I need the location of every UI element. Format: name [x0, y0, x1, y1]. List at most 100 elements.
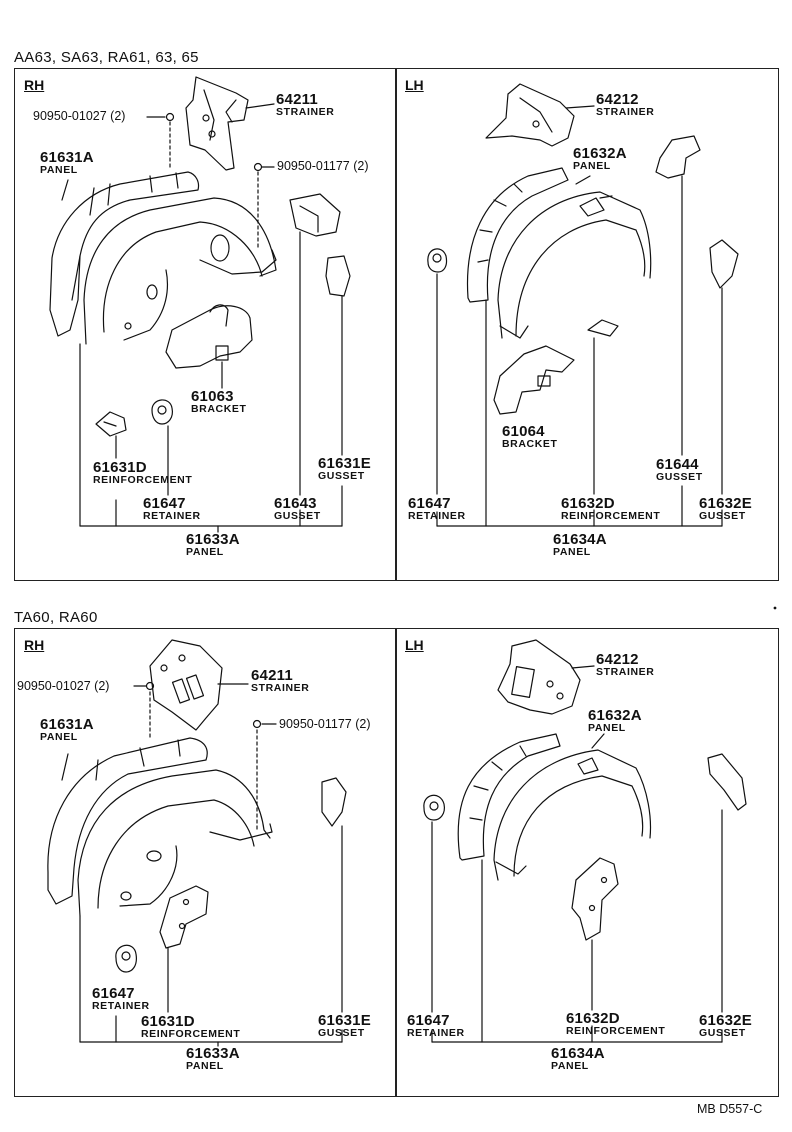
callout-61631d-reinforcement-2: 61631D REINFORCEMENT [141, 1014, 240, 1040]
callout-61064-bracket: 61064 BRACKET [502, 424, 558, 450]
s1-lh-panel-61634a-bracket-lines [436, 299, 723, 527]
part-name: GUSSET [318, 470, 365, 482]
part-number: 61632A [588, 707, 642, 724]
part-name: PANEL [588, 722, 626, 734]
part-name: GUSSET [656, 471, 703, 483]
s2-rh-bolt-01027 [133, 681, 155, 741]
section-2-title: TA60, RA60 [14, 609, 98, 626]
section-2-rh-label: RH [24, 637, 45, 653]
s2-rh-gusset-61631e [321, 777, 347, 1013]
s2-lh-strainer-64212 [497, 639, 595, 715]
part-number: 61647 [408, 495, 451, 512]
callout-61634a-panel: 61634A PANEL [553, 532, 607, 558]
s1-lh-gusset-61644 [655, 135, 701, 456]
part-name: STRAINER [596, 106, 655, 118]
section-1-divider [395, 68, 397, 581]
section-1-rh-label: RH [24, 77, 45, 93]
part-number: 64212 [596, 91, 639, 108]
callout-61644-gusset: 61644 GUSSET [656, 457, 703, 483]
part-number: 61634A [553, 531, 607, 548]
part-name: GUSSET [318, 1027, 365, 1039]
part-name: REINFORCEMENT [561, 510, 661, 522]
stray-dot [773, 606, 777, 610]
part-name: REINFORCEMENT [566, 1025, 666, 1037]
part-name: REINFORCEMENT [93, 474, 193, 486]
callout-61631d-reinforcement: 61631D REINFORCEMENT [93, 460, 192, 486]
s1-lh-panel-61632a [466, 167, 652, 339]
s1-rh-gusset-61643 [289, 193, 341, 496]
callout-61647-retainer-2: 61647 RETAINER [92, 986, 150, 1012]
callout-61631e-gusset: 61631E GUSSET [318, 456, 371, 482]
section-2-divider [395, 628, 397, 1097]
part-name: BRACKET [502, 438, 558, 450]
part-name: REINFORCEMENT [141, 1028, 241, 1040]
section-2-lh-label: LH [405, 637, 424, 653]
part-name: RETAINER [143, 510, 201, 522]
part-number: 64212 [596, 651, 639, 668]
callout-61631e-gusset-2: 61631E GUSSET [318, 1013, 371, 1039]
s2-rh-panel-61633a-bracket-lines [79, 915, 343, 1047]
s2-rh-reinforcement-61631d [159, 885, 209, 1013]
part-name: BRACKET [191, 403, 247, 415]
callout-61632a-panel-2: 61632A PANEL [588, 708, 642, 734]
callout-bolt-90950-01177: 90950-01177 (2) [277, 159, 369, 173]
s1-rh-strainer-64211 [185, 76, 275, 171]
callout-64211-strainer: 64211 STRAINER [276, 92, 334, 118]
section-1-lh-label: LH [405, 77, 424, 93]
part-number: 61644 [656, 456, 699, 473]
s2-lh-reinforcement-61632d [571, 857, 619, 1011]
callout-64212-strainer-2: 64212 STRAINER [596, 652, 654, 678]
part-number: 61631E [318, 1012, 371, 1029]
s1-rh-retainer-61647 [151, 399, 173, 496]
part-name: PANEL [40, 731, 78, 743]
part-name: RETAINER [92, 1000, 150, 1012]
part-name: PANEL [40, 164, 78, 176]
callout-61647-retainer-lh-2: 61647 RETAINER [407, 1013, 465, 1039]
s1-lh-reinforcement-61632d [587, 319, 619, 495]
callout-64211-strainer-2: 64211 STRAINER [251, 668, 309, 694]
part-number: 61647 [92, 985, 135, 1002]
part-number: 61632E [699, 495, 752, 512]
part-number: 61647 [407, 1012, 450, 1029]
part-number: 61631A [40, 716, 94, 733]
callout-61643-gusset: 61643 GUSSET [274, 496, 321, 522]
callout-61634a-panel-2: 61634A PANEL [551, 1046, 605, 1072]
callout-61632d-reinforcement-2: 61632D REINFORCEMENT [566, 1011, 665, 1037]
s2-rh-retainer-61647 [115, 944, 137, 973]
part-number: 61633A [186, 1045, 240, 1062]
s1-rh-bracket-61063 [165, 304, 253, 389]
s1-lh-gusset-61632e [709, 239, 739, 495]
part-name: RETAINER [407, 1027, 465, 1039]
part-number: 61631A [40, 149, 94, 166]
part-name: STRAINER [251, 682, 310, 694]
callout-61631a-panel-2: 61631A PANEL [40, 717, 94, 743]
part-number: 61632E [699, 1012, 752, 1029]
part-number: 61632D [566, 1010, 620, 1027]
s2-rh-strainer-64211 [149, 639, 249, 731]
part-number: 61633A [186, 531, 240, 548]
drawing-code: MB D557-C [697, 1102, 763, 1116]
callout-61632d-reinforcement: 61632D REINFORCEMENT [561, 496, 660, 522]
part-number: 61064 [502, 423, 545, 440]
section-1-title: AA63, SA63, RA61, 63, 65 [14, 49, 199, 66]
part-number: 64211 [251, 667, 293, 684]
part-number: 61632D [561, 495, 615, 512]
s2-lh-retainer-61647 [423, 794, 445, 1013]
section-2-frame [14, 628, 779, 1097]
section-1-frame [14, 68, 779, 581]
s2-lh-panel-61632a [457, 733, 652, 881]
s1-lh-retainer-61647 [427, 248, 448, 495]
part-name: PANEL [573, 160, 611, 172]
callout-64212-strainer: 64212 STRAINER [596, 92, 654, 118]
callout-bolt-90950-01027-2: 90950-01027 (2) [17, 679, 110, 693]
part-number: 61631D [93, 459, 147, 476]
s2-rh-bolt-01177 [252, 719, 277, 831]
s2-lh-panel-61634a-bracket-lines [431, 859, 723, 1043]
s1-rh-panel-61633a-bracket-lines [79, 343, 343, 533]
callout-61063-bracket: 61063 BRACKET [191, 389, 247, 415]
part-name: GUSSET [274, 510, 321, 522]
callout-61633a-panel: 61633A PANEL [186, 532, 240, 558]
part-number: 61643 [274, 495, 317, 512]
part-number: 61647 [143, 495, 186, 512]
